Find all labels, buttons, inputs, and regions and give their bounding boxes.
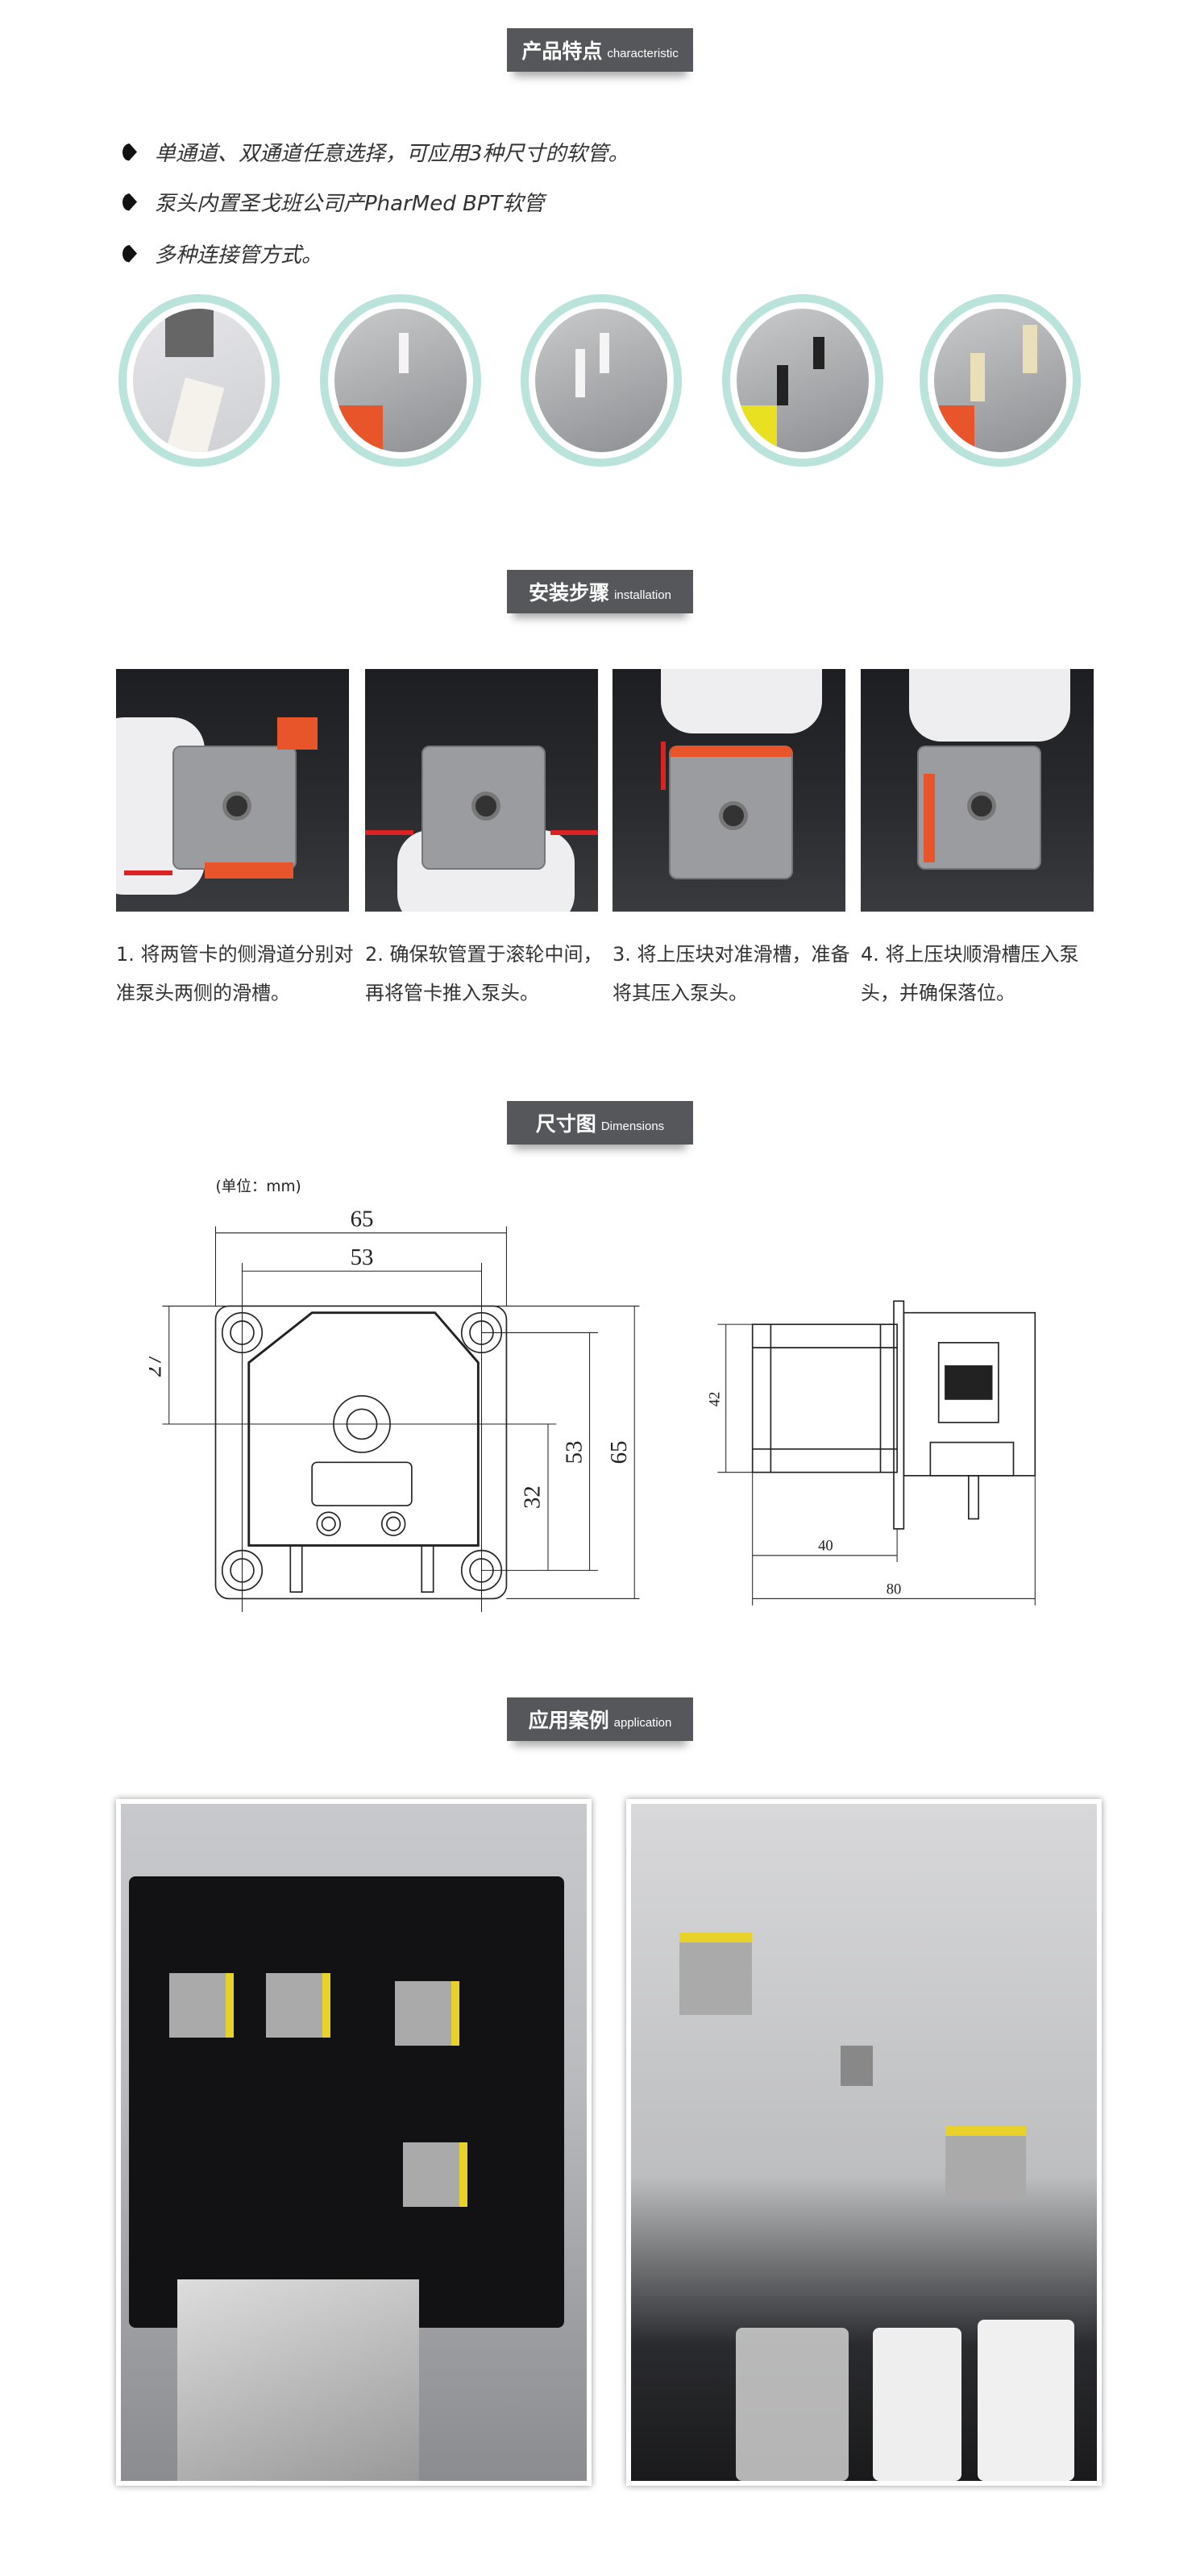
section-header-installation: 安装步骤 installation — [507, 570, 693, 613]
dim-40: 40 — [818, 1538, 833, 1555]
dim-65-height: 65 — [606, 1441, 632, 1465]
feature-text: 泵头内置圣戈班公司产PharMed BPT软管 — [155, 192, 545, 216]
step-image-2 — [365, 669, 598, 912]
application-photo-1 — [116, 1799, 592, 2486]
motor-body — [751, 1323, 898, 1473]
dim-27: 27 — [149, 1354, 166, 1377]
bullet-icon — [123, 244, 137, 263]
header-cn: 应用案例 — [528, 1709, 609, 1732]
step-image-1 — [116, 669, 349, 912]
step-text-2: 2. 确保软管置于滚轮中间，再将管卡推入泵头。 — [365, 943, 603, 1004]
dim-65-width: 65 — [351, 1206, 374, 1232]
mount-holes — [221, 1311, 503, 1591]
dimension-drawing: (单位：mm) 65 53 27 32 53 65 42 40 80 — [149, 1178, 1036, 1612]
header-en: installation — [614, 588, 671, 602]
bullet-icon — [123, 143, 137, 161]
dim-32: 32 — [520, 1485, 546, 1509]
section-header-application: 应用案例 application — [507, 1697, 693, 1741]
connector-image-5 — [920, 294, 1081, 467]
header-cn: 产品特点 — [521, 39, 603, 63]
connector-image-4 — [722, 294, 883, 467]
header-cn: 尺寸图 — [535, 1112, 596, 1136]
step-text-1: 1. 将两管卡的侧滑道分别对准泵头两侧的滑槽。 — [116, 943, 354, 1004]
unit-label: (单位：mm) — [216, 1178, 301, 1195]
header-cn: 安装步骤 — [529, 581, 610, 605]
connector-image-3 — [521, 294, 682, 467]
step-text-3: 3. 将上压块对准滑槽，准备将其压入泵头。 — [613, 943, 850, 1004]
header-en: characteristic — [607, 46, 679, 60]
header-en: Dimensions — [600, 1119, 665, 1133]
connector-image-1 — [118, 294, 280, 467]
bullet-icon — [123, 193, 137, 211]
feature-item: 多种连接管方式。 — [123, 239, 322, 268]
step-text-4: 4. 将上压块顺滑槽压入泵头，并确保落位。 — [861, 943, 1079, 1004]
section-header-features: 产品特点 characteristic — [507, 28, 693, 72]
dim-80: 80 — [887, 1581, 902, 1598]
connector-image-2 — [320, 294, 481, 467]
application-photo-2 — [626, 1799, 1102, 2486]
dim-53-height: 53 — [561, 1441, 587, 1465]
feature-text: 多种连接管方式。 — [155, 243, 323, 268]
feature-text: 单通道、双通道任意选择，可应用3种尺寸的软管。 — [155, 142, 629, 166]
dim-42: 42 — [706, 1392, 723, 1407]
step-image-3 — [613, 669, 845, 912]
dim-53-width: 53 — [351, 1244, 374, 1270]
step-image-4 — [861, 669, 1094, 912]
feature-item: 单通道、双通道任意选择，可应用3种尺寸的软管。 — [123, 137, 629, 167]
section-header-dimensions: 尺寸图 Dimensions — [507, 1101, 693, 1145]
flange — [893, 1300, 905, 1530]
feature-item: 泵头内置圣戈班公司产PharMed BPT软管 — [123, 187, 544, 217]
pump-housing — [247, 1311, 480, 1547]
header-en: application — [613, 1715, 672, 1730]
